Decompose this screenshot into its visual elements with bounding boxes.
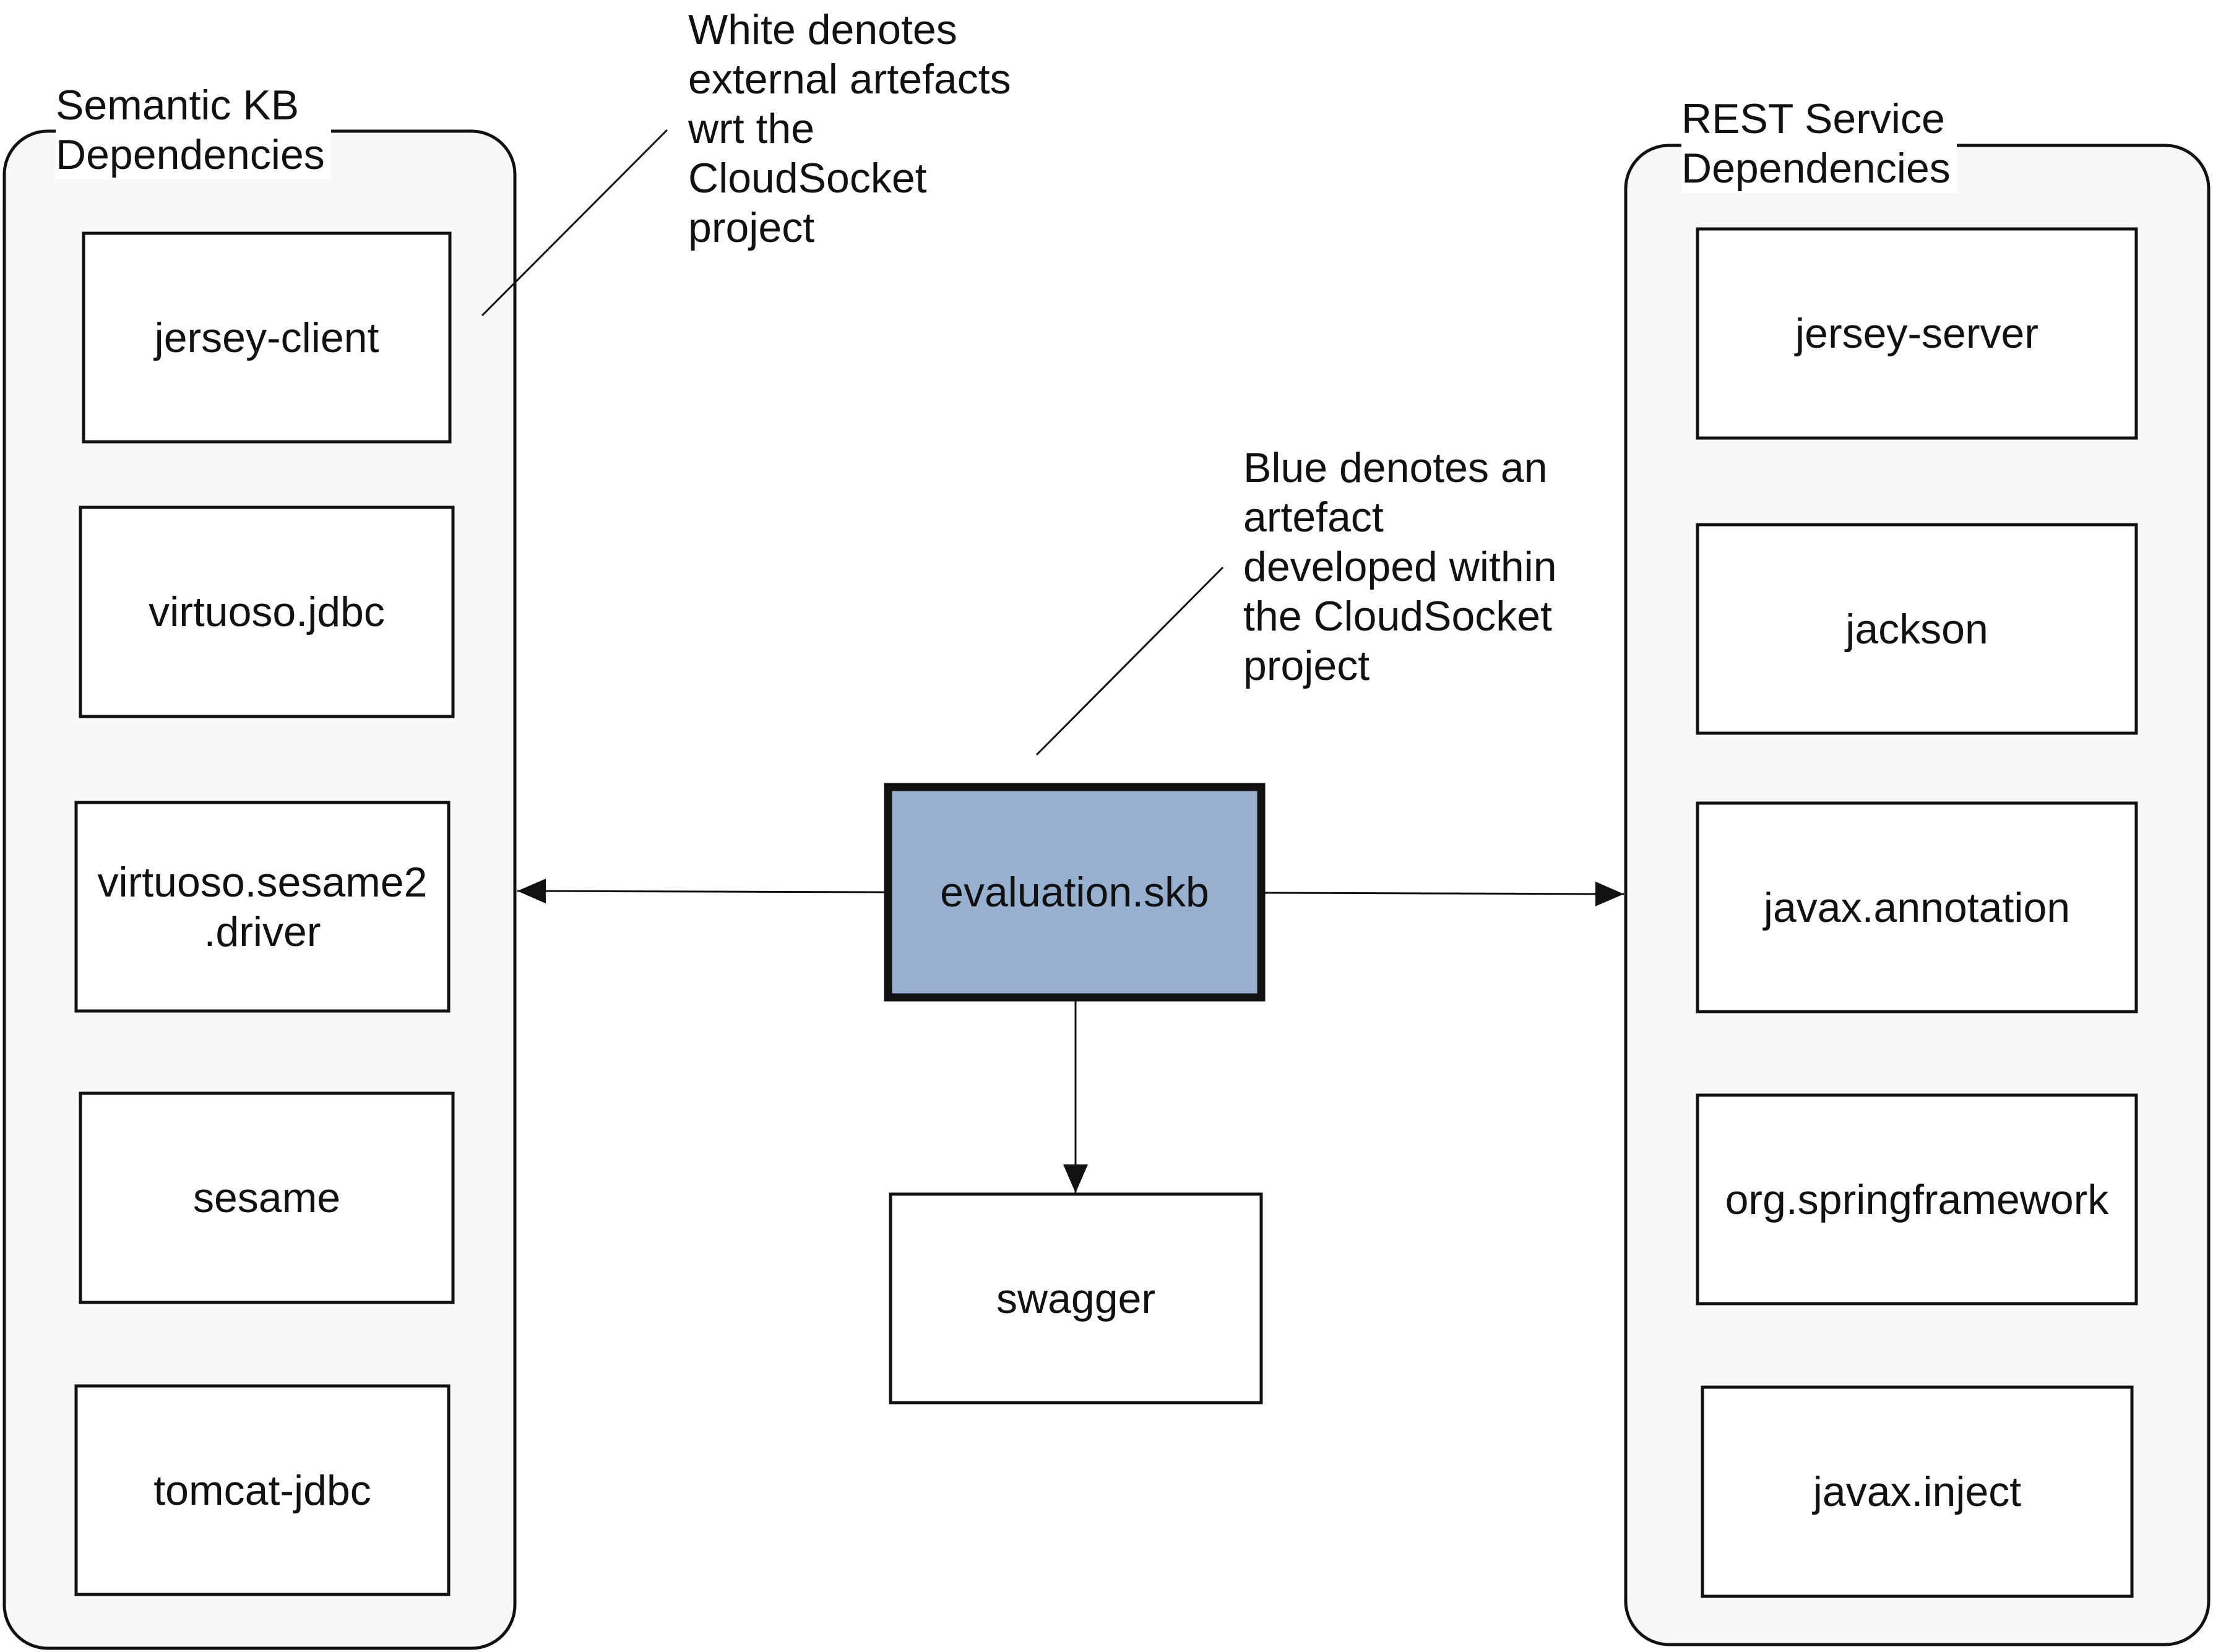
box-tomcat-jdbc: [74, 1384, 451, 1596]
note-white-leader: [481, 129, 668, 317]
box-sesame: [79, 1091, 455, 1304]
box-swagger: [889, 1192, 1263, 1405]
box-jersey-server: [1696, 227, 2138, 440]
box-jackson: [1696, 523, 2138, 735]
label-org-springframework: org.springframework: [1725, 1176, 2109, 1223]
label-tomcat-jdbc: tomcat-jdbc: [153, 1466, 371, 1514]
label-virtuoso-jdbc: virtuoso.jdbc: [149, 588, 385, 635]
note-blue-internal: Blue denotes an artefact developed withi…: [1243, 444, 1557, 689]
rest-service-title: REST Service Dependencies: [1681, 94, 1957, 193]
box-jersey-client: [82, 231, 452, 444]
box-virtuoso-sesame2-driver: [74, 801, 451, 1013]
box-org-springframework: [1696, 1093, 2138, 1306]
label-sesame: sesame: [192, 1174, 341, 1221]
semantic-kb-title: Semantic KB Dependencies: [56, 80, 331, 179]
label-jackson: jackson: [1845, 605, 1988, 653]
box-javax-inject: [1701, 1385, 2134, 1598]
box-virtuoso-jdbc: [79, 505, 455, 718]
label-jersey-client: jersey-client: [154, 314, 379, 361]
box-evaluation-skb: [884, 783, 1266, 1002]
note-blue-leader: [1035, 566, 1224, 756]
label-jersey-server: jersey-server: [1795, 310, 2038, 357]
label-javax-annotation: javax.annotation: [1763, 884, 2071, 931]
label-virtuoso-sesame2-driver: virtuoso.sesame2 .driver: [97, 858, 428, 955]
note-white-external: White denotes external artefacts wrt the…: [688, 6, 1011, 251]
arrow-to-rest-service: [1264, 881, 1624, 906]
label-evaluation-skb: evaluation.skb: [940, 869, 1209, 916]
arrow-to-semantic-kb: [517, 879, 886, 904]
label-javax-inject: javax.inject: [1813, 1468, 2022, 1515]
box-javax-annotation: [1696, 801, 2138, 1013]
label-swagger: swagger: [996, 1275, 1156, 1322]
